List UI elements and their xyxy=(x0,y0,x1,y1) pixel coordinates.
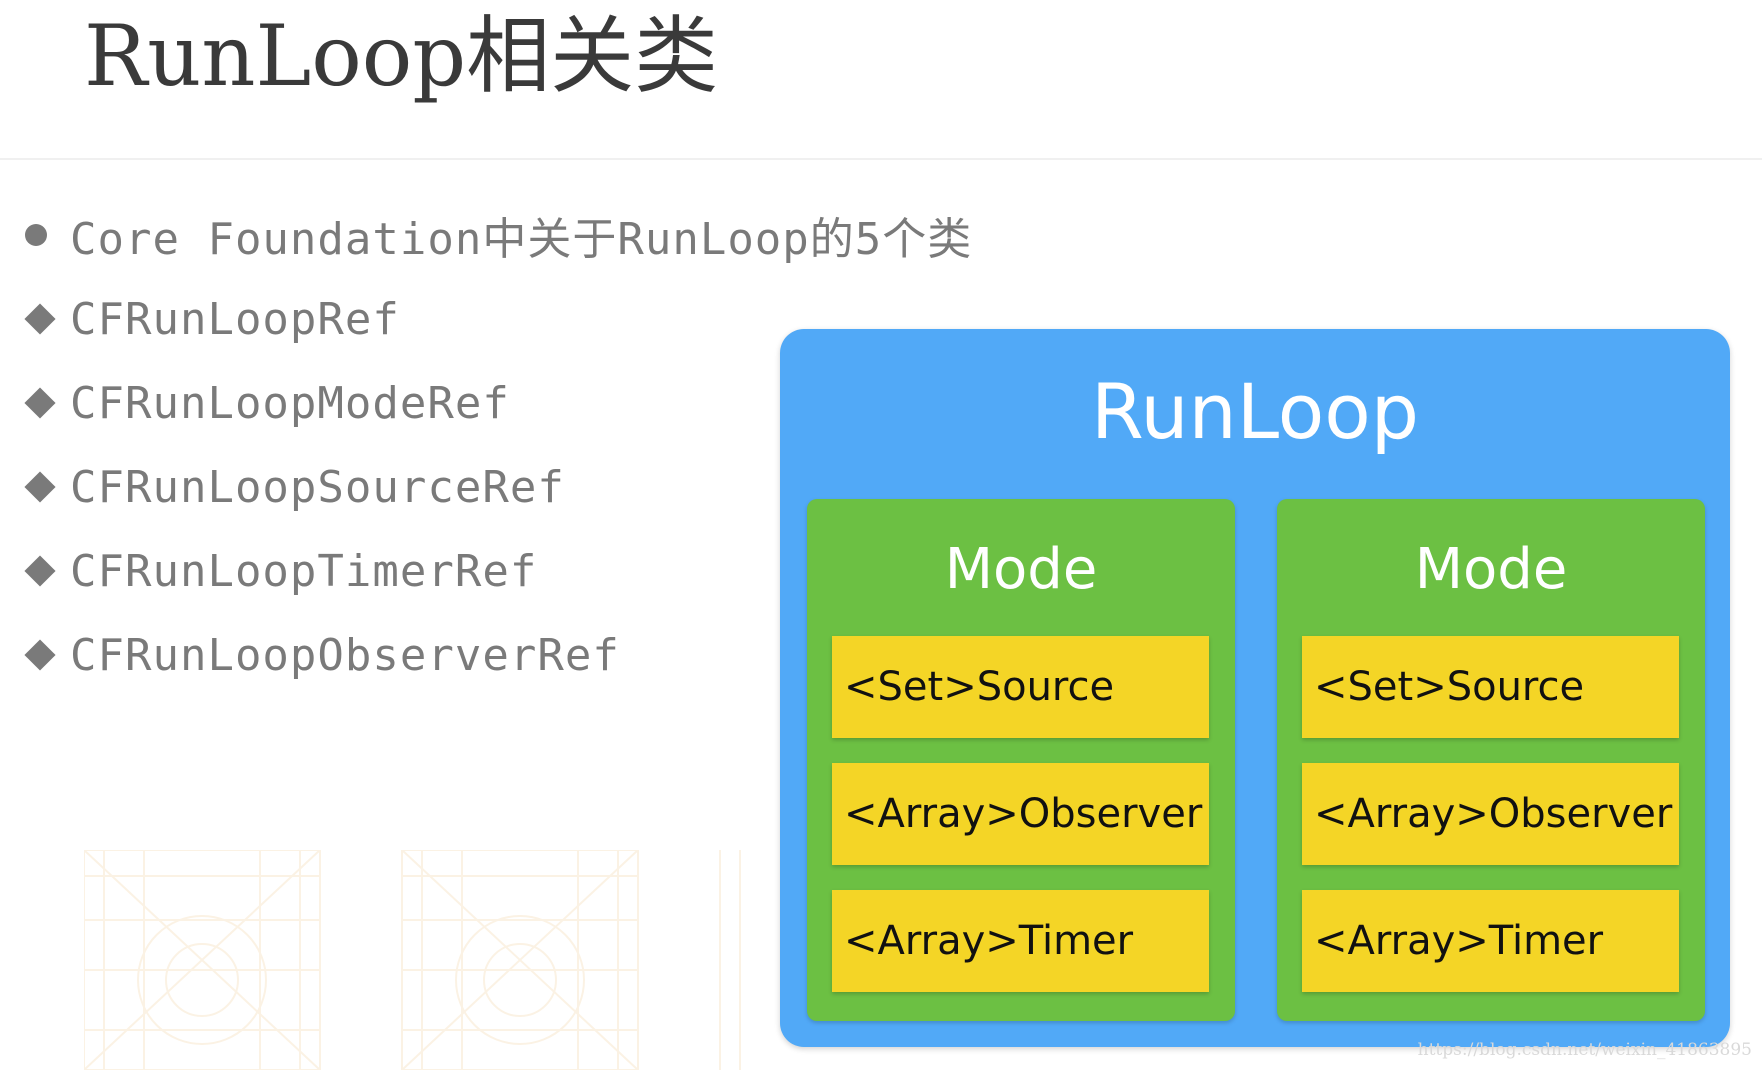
source-set-box: <Set>Source xyxy=(832,636,1209,738)
bullet-item-cfrunlooptimerref: CFRunLoopTimerRef xyxy=(22,536,537,606)
item-label: <Set>Source xyxy=(1314,664,1585,710)
item-label: <Array>Observer xyxy=(1314,791,1673,837)
source-watermark: https://blog.csdn.net/weixin_41863895 xyxy=(1417,1040,1752,1060)
item-label: <Array>Observer xyxy=(844,791,1203,837)
mode-box-left: Mode <Set>Source <Array>Observer <Array>… xyxy=(807,499,1235,1021)
bullet-item-cfrunloopobserverref: CFRunLoopObserverRef xyxy=(22,620,620,690)
item-label: <Array>Timer xyxy=(844,918,1134,964)
bullet-item-cfrunloopref: CFRunLoopRef xyxy=(22,284,400,354)
page-title: RunLoop相关类 xyxy=(84,7,719,105)
item-label: <Set>Source xyxy=(844,664,1115,710)
background-grid-decoration xyxy=(84,850,741,1070)
bullet-text: CFRunLoopRef xyxy=(70,293,400,345)
diamond-bullet-icon xyxy=(22,639,70,671)
mode-label: Mode xyxy=(1414,537,1568,602)
item-label: <Array>Timer xyxy=(1314,918,1604,964)
bullet-text: CFRunLoopSourceRef xyxy=(70,461,565,513)
timer-array-box: <Array>Timer xyxy=(832,890,1209,992)
bullet-text: CFRunLoopTimerRef xyxy=(70,545,538,597)
bullet-text: CFRunLoopObserverRef xyxy=(70,629,620,681)
observer-array-box: <Array>Observer xyxy=(832,763,1209,865)
timer-array-box: <Array>Timer xyxy=(1302,890,1679,992)
bullet-item-core-foundation: Core Foundation中关于RunLoop的5个类 xyxy=(22,200,972,270)
diamond-bullet-icon xyxy=(22,387,70,419)
diamond-bullet-icon xyxy=(22,555,70,587)
circle-bullet-icon xyxy=(22,224,70,246)
bullet-item-cfrunloopmoderef: CFRunLoopModeRef xyxy=(22,368,510,438)
observer-array-box: <Array>Observer xyxy=(1302,763,1679,865)
bullet-text: Core Foundation中关于RunLoop的5个类 xyxy=(70,214,973,265)
runloop-label: RunLoop xyxy=(1091,367,1419,456)
diamond-bullet-icon xyxy=(22,303,70,335)
bullet-text: CFRunLoopModeRef xyxy=(70,377,510,429)
source-set-box: <Set>Source xyxy=(1302,636,1679,738)
mode-box-right: Mode <Set>Source <Array>Observer <Array>… xyxy=(1277,499,1705,1021)
mode-label: Mode xyxy=(944,537,1098,602)
diamond-bullet-icon xyxy=(22,471,70,503)
bullet-item-cfrunloopsourceref: CFRunLoopSourceRef xyxy=(22,452,565,522)
runloop-diagram: RunLoop Mode <Set>Source <Array>Observer… xyxy=(780,329,1730,1047)
title-divider xyxy=(0,158,1762,160)
